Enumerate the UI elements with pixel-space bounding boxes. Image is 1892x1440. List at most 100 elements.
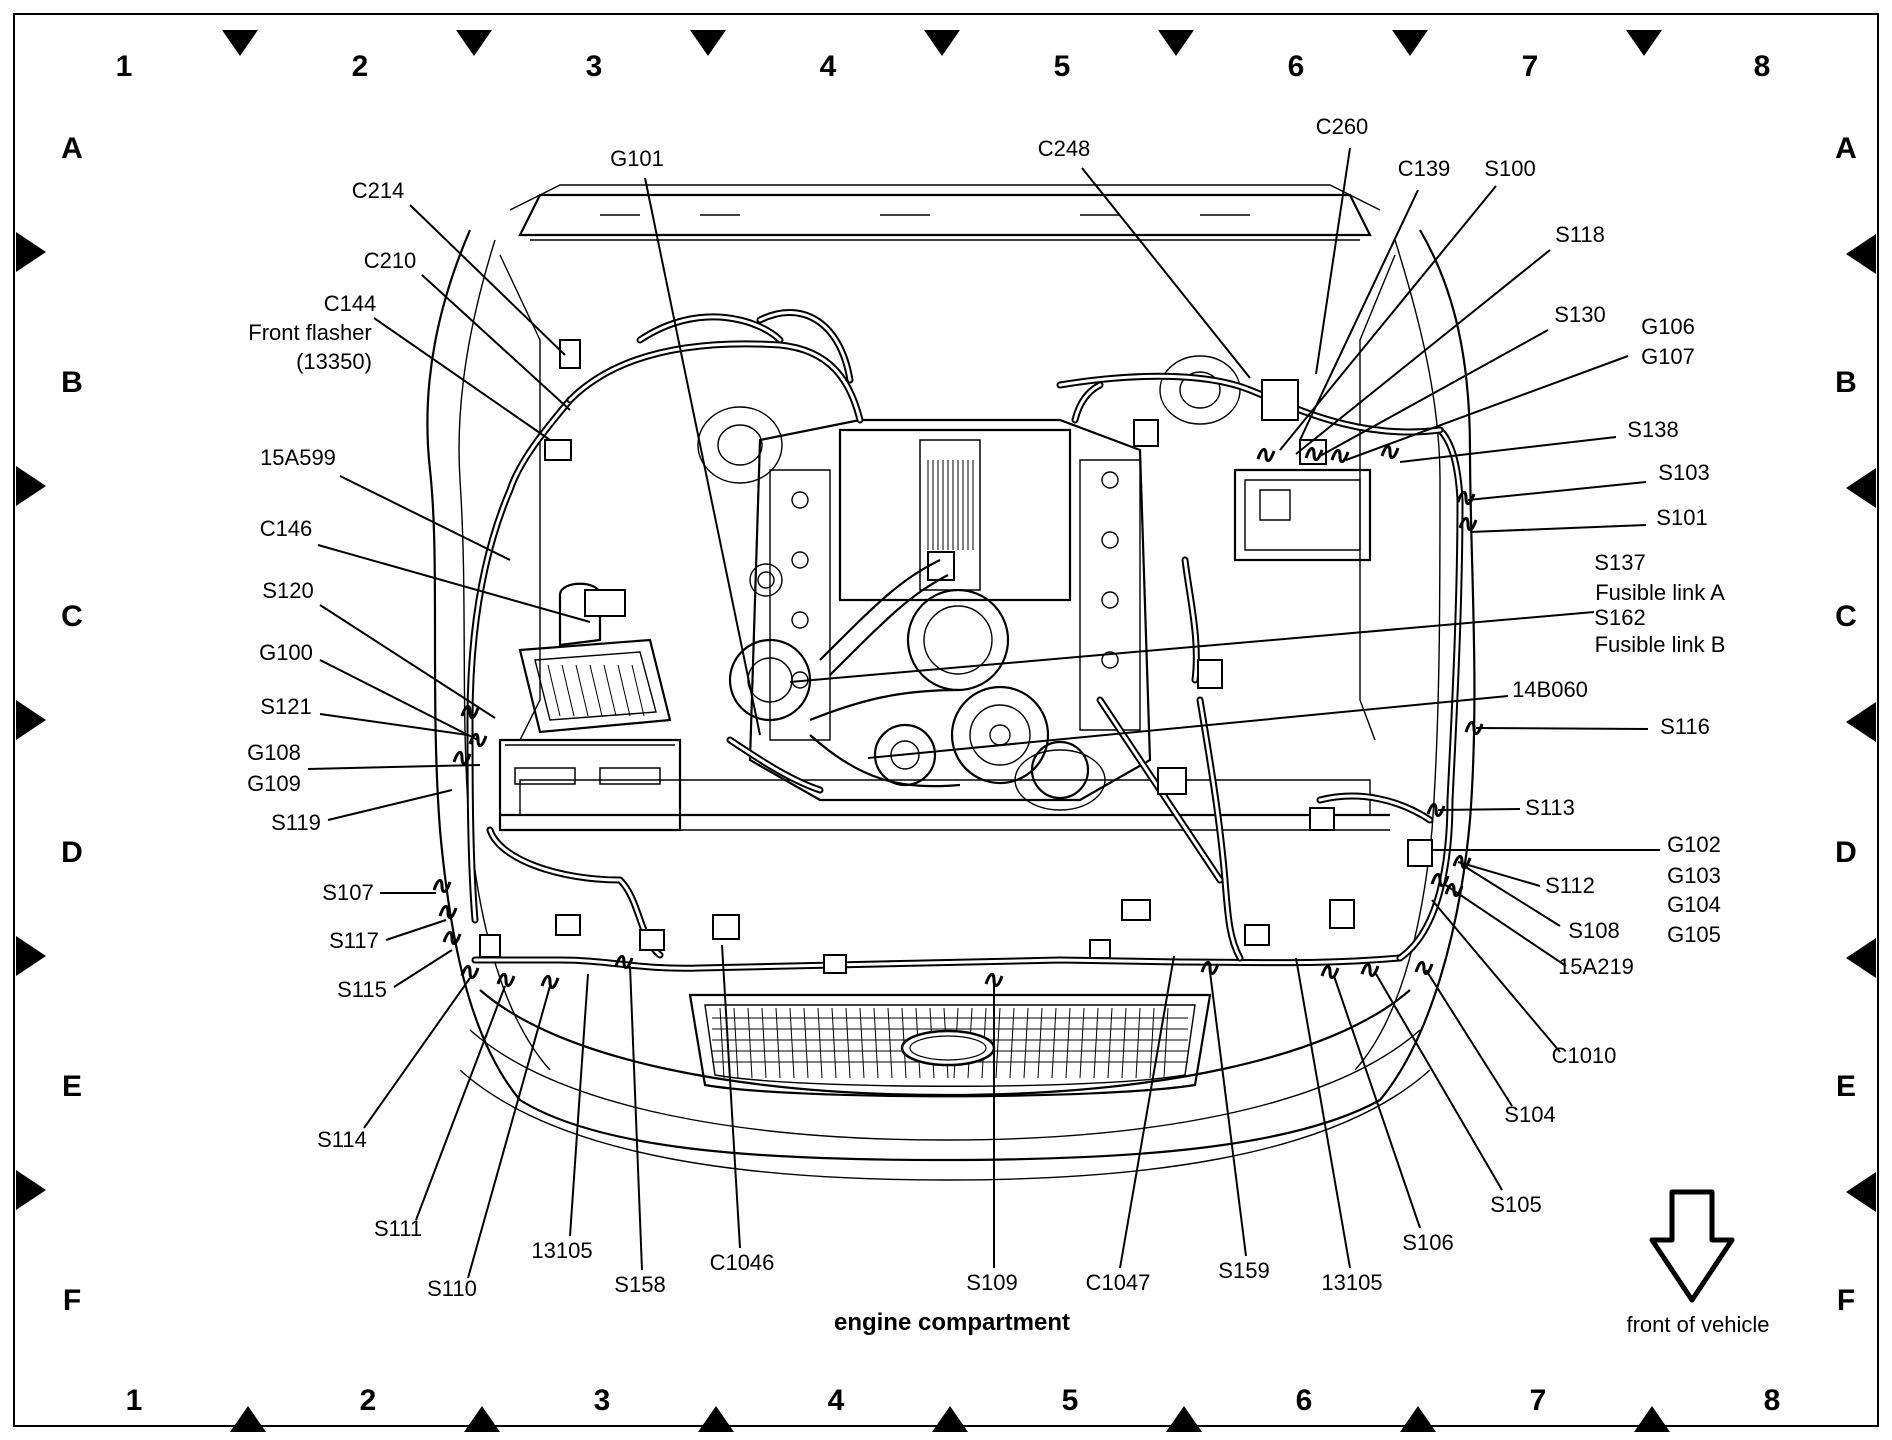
splice-mark-22: [1330, 449, 1350, 463]
callout-s130: S130: [1554, 302, 1605, 327]
leader-g108: [307, 764, 481, 770]
leader-c146: [317, 544, 591, 623]
callout-s115: S115: [337, 977, 387, 1002]
callout-front-flasher: Front flasher: [248, 320, 372, 345]
callout-s106: S106: [1402, 1230, 1453, 1255]
callout-g107: G107: [1641, 344, 1695, 369]
callout-c1010: C1010: [1552, 1043, 1617, 1068]
callout-s116: S116: [1660, 714, 1710, 739]
callout-fusible-a: Fusible link A: [1595, 580, 1725, 605]
splice-mark-5: [442, 931, 462, 945]
leader-s100: [1279, 185, 1497, 451]
leader-lines: [307, 147, 1660, 1279]
callout-s100: S100: [1484, 156, 1535, 181]
callout-s112: S112: [1545, 873, 1595, 898]
grid-col-bottom-8: 8: [1764, 1384, 1781, 1417]
leader-c260: [1315, 147, 1351, 375]
grid-row-left-B: B: [61, 366, 83, 399]
leader-s106: [1333, 975, 1421, 1229]
leader-s118: [1295, 249, 1551, 455]
grid-row-right-B: B: [1835, 366, 1857, 399]
callout-s113: S113: [1525, 795, 1575, 820]
splice-mark-15: [1452, 855, 1472, 869]
leader-s101: [1469, 524, 1647, 533]
grid-row-right-E: E: [1836, 1070, 1856, 1103]
splice-mark-20: [1458, 517, 1478, 531]
connectors: [479, 339, 1433, 974]
leader-s108: [1463, 865, 1561, 927]
splice-mark-14: [1414, 961, 1434, 975]
leader-s119: [327, 789, 453, 821]
grid-row-left-E: E: [62, 1070, 82, 1103]
callout-s137: S137: [1594, 550, 1645, 575]
grid-row-left-D: D: [61, 836, 83, 869]
callout-s114: S114: [317, 1127, 367, 1152]
callout-s104: S104: [1504, 1102, 1555, 1127]
grid-col-bottom-3: 3: [594, 1384, 611, 1417]
callout-c260: C260: [1316, 114, 1369, 139]
grid-col-bottom-6: 6: [1296, 1384, 1313, 1417]
splice-mark-21: [1380, 445, 1400, 459]
grille: [688, 993, 1212, 1098]
callout-s117: S117: [329, 928, 379, 953]
leader-s115: [393, 949, 453, 988]
splice-mark-12: [1320, 965, 1340, 979]
callout-s109: S109: [966, 1270, 1017, 1295]
splice-mark-2: [452, 751, 472, 765]
callout-s121: S121: [260, 694, 311, 719]
grid-row-right-A: A: [1835, 132, 1857, 165]
callout-15a599: 15A599: [260, 445, 336, 470]
callout-g109: G109: [247, 771, 301, 796]
callout-s110: S110: [427, 1276, 477, 1301]
callout-g108: G108: [247, 740, 301, 765]
grid-col-bottom-7: 7: [1530, 1384, 1547, 1417]
callout-s120: S120: [262, 578, 313, 603]
splice-mark-0: [460, 705, 480, 719]
callout-c144: C144: [324, 291, 377, 316]
callout-s105: S105: [1490, 1192, 1541, 1217]
grid-col-top-8: 8: [1754, 50, 1771, 83]
callout-s119: S119: [271, 810, 321, 835]
leader-s110: [467, 985, 551, 1279]
leader-15a219: [1443, 883, 1567, 967]
callout-c139: C139: [1398, 156, 1451, 181]
callout-15a219: 15A219: [1558, 954, 1634, 979]
leader-c1047: [1119, 955, 1175, 1269]
callout-fusible-b: Fusible link B: [1595, 632, 1726, 657]
callout-g105: G105: [1667, 922, 1721, 947]
leader-c248: [1081, 167, 1251, 379]
callout-g103: G103: [1667, 863, 1721, 888]
leader-s121: [319, 713, 469, 736]
splice-mark-13: [1360, 963, 1380, 977]
grid-col-top-2: 2: [352, 50, 369, 83]
caption: engine compartment: [834, 1309, 1070, 1336]
grid-row-left-F: F: [63, 1284, 81, 1317]
splice-mark-23: [1304, 447, 1324, 461]
leader-14b060: [867, 695, 1509, 759]
splice-mark-10: [984, 973, 1004, 987]
front-of-vehicle-label: front of vehicle: [1626, 1312, 1769, 1337]
callout-c1047: C1047: [1086, 1270, 1151, 1295]
callout-g101: G101: [610, 146, 664, 171]
splice-mark-6: [460, 965, 480, 979]
callout-s107: S107: [322, 880, 373, 905]
leader-g106: [1345, 355, 1629, 461]
grid-col-bottom-2: 2: [360, 1384, 377, 1417]
grid-col-top-5: 5: [1054, 50, 1071, 83]
leader-c1010: [1431, 899, 1561, 1053]
grid-row-left-C: C: [61, 600, 83, 633]
leader-g101: [644, 177, 761, 736]
grid-col-bottom-1: 1: [126, 1384, 143, 1417]
leader-g100: [319, 659, 479, 741]
leader-s116: [1475, 727, 1649, 730]
grid-col-top-7: 7: [1522, 50, 1539, 83]
leader-s113: [1437, 808, 1521, 811]
callout-c1046: C1046: [710, 1250, 775, 1275]
callout-front-flasher-num: (13350): [296, 349, 372, 374]
callout-s111: S111: [374, 1216, 422, 1241]
